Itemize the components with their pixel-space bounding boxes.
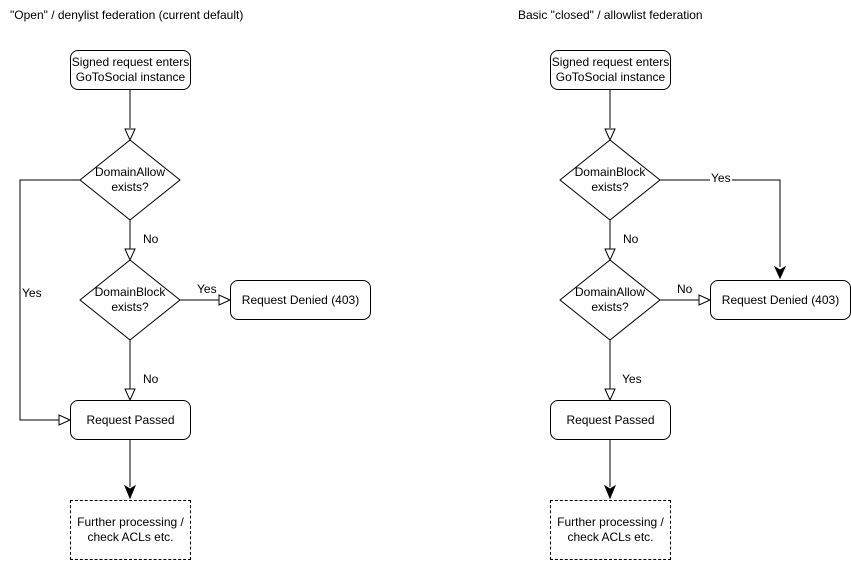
closed-domainblock-decision-label: DomainBlock exists? (574, 165, 646, 194)
closed-domainallow-no-label: No (676, 282, 694, 296)
open-request-denied-node: Request Denied (403) (230, 280, 371, 320)
open-start-node: Signed request enters GoToSocial instanc… (70, 50, 191, 90)
open-domainblock-yes-label: Yes (196, 282, 218, 296)
open-arrowhead-into-domainallow (124, 128, 136, 142)
filled-arrowhead-into-denied-2 (773, 265, 787, 280)
open-arrowhead-into-denied (218, 294, 232, 306)
closed-domainallow-decision-label: DomainAllow exists? (574, 285, 646, 314)
closed-request-passed-node: Request Passed (550, 400, 671, 440)
closed-start-node: Signed request enters GoToSocial instanc… (550, 50, 671, 90)
closed-further-processing-node: Further processing / check ACLs etc. (550, 500, 671, 560)
open-domainallow-no-label: No (142, 232, 160, 246)
open-domainallow-yes-label: Yes (21, 286, 43, 300)
open-further-processing-node: Further processing / check ACLs etc. (70, 500, 191, 560)
open-arrowhead-into-denied-side-2 (698, 294, 712, 306)
edge-domainallow-yes-to-passed (19, 179, 80, 421)
open-domainallow-decision-label: DomainAllow exists? (94, 165, 166, 194)
open-arrowhead-into-passed-2 (604, 388, 616, 402)
closed-request-denied-node: Request Denied (403) (710, 280, 851, 320)
edge-domainblock-yes-to-denied-2 (660, 179, 781, 267)
open-arrowhead-into-domainblock (124, 248, 136, 262)
open-domainblock-decision-label: DomainBlock exists? (94, 285, 166, 314)
open-request-passed-node: Request Passed (70, 400, 191, 440)
open-arrowhead-into-domainblock-2 (604, 128, 616, 142)
open-domainblock-no-label: No (142, 372, 160, 386)
closed-domainblock-yes-label: Yes (710, 171, 732, 185)
open-federation-title: "Open" / denylist federation (current de… (10, 8, 244, 22)
filled-arrowhead-into-further-2 (603, 484, 617, 500)
open-arrowhead-into-passed-side (58, 414, 72, 426)
open-arrowhead-into-passed (124, 388, 136, 402)
open-arrowhead-into-domainallow-2 (604, 248, 616, 262)
closed-domainblock-no-label: No (622, 232, 640, 246)
closed-federation-title: Basic "closed" / allowlist federation (518, 8, 703, 22)
closed-domainallow-yes-label: Yes (621, 372, 643, 386)
closed-federation-flowchart-shapes (559, 90, 787, 500)
open-federation-flowchart-shapes (19, 90, 232, 500)
filled-arrowhead-into-further (123, 484, 137, 500)
